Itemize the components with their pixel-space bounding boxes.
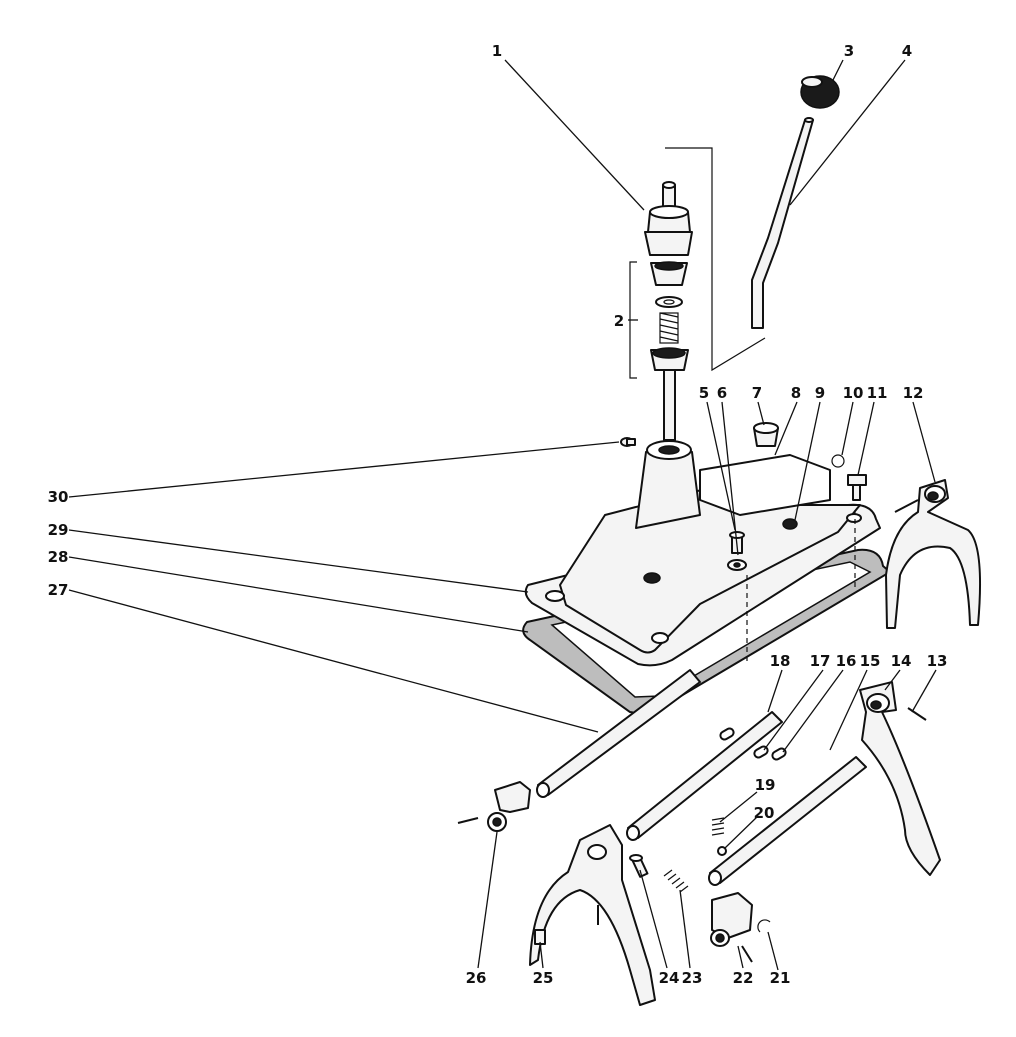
callout-29: 29 [48,521,69,539]
callout-25: 25 [533,969,554,987]
callout-19: 19 [755,776,776,794]
callout-8: 8 [791,384,801,402]
shift-rod-right [708,756,867,886]
callout-15: 15 [860,652,881,670]
callout-26: 26 [466,969,487,987]
leader-lines [68,59,937,971]
gearshift-lever-assembly [644,181,693,441]
callout-23: 23 [682,969,703,987]
callout-22: 22 [733,969,754,987]
alignment-lines [746,510,856,665]
callout-17: 17 [810,652,831,670]
callout-2: 2 [614,312,624,330]
shift-fork-lower-right [859,681,941,876]
callout-10: 10 [843,384,864,402]
shift-block-bottom [710,892,753,963]
callout-13: 13 [927,652,948,670]
shift-fork-lower-left [529,824,656,1006]
shift-rod-left [536,669,701,798]
callout-labels: 1 2 3 4 5 6 7 8 9 10 11 12 13 14 15 16 1… [48,42,948,987]
callout-4: 4 [902,42,912,60]
callout-18: 18 [770,652,791,670]
callout-7: 7 [752,384,762,402]
shift-fork-upper-right [885,479,982,629]
hex-bolt [847,474,867,501]
callout-20: 20 [754,804,775,822]
callout-14: 14 [891,652,912,670]
shift-block-left [457,781,531,832]
retaining-clip [831,454,845,468]
callout-12: 12 [903,384,924,402]
callout-27: 27 [48,581,69,599]
shift-rod-middle [626,711,783,841]
callout-5: 5 [699,384,709,402]
roll-pin-13 [907,707,927,721]
callout-28: 28 [48,548,69,566]
detent-spring [663,869,689,893]
callout-11: 11 [867,384,888,402]
callout-16: 16 [836,652,857,670]
cap-plug [753,422,779,447]
callout-30: 30 [48,488,69,506]
callout-1: 1 [492,42,502,60]
callout-21: 21 [770,969,791,987]
shift-knob [800,75,840,109]
c-clip [757,919,771,933]
shift-lever-rod [751,117,814,329]
callout-6: 6 [717,384,727,402]
callout-9: 9 [815,384,825,402]
set-screw [620,437,636,447]
callout-24: 24 [659,969,680,987]
small-spring-and-ball [711,817,727,856]
detent-pin [629,854,649,878]
callout-3: 3 [844,42,854,60]
